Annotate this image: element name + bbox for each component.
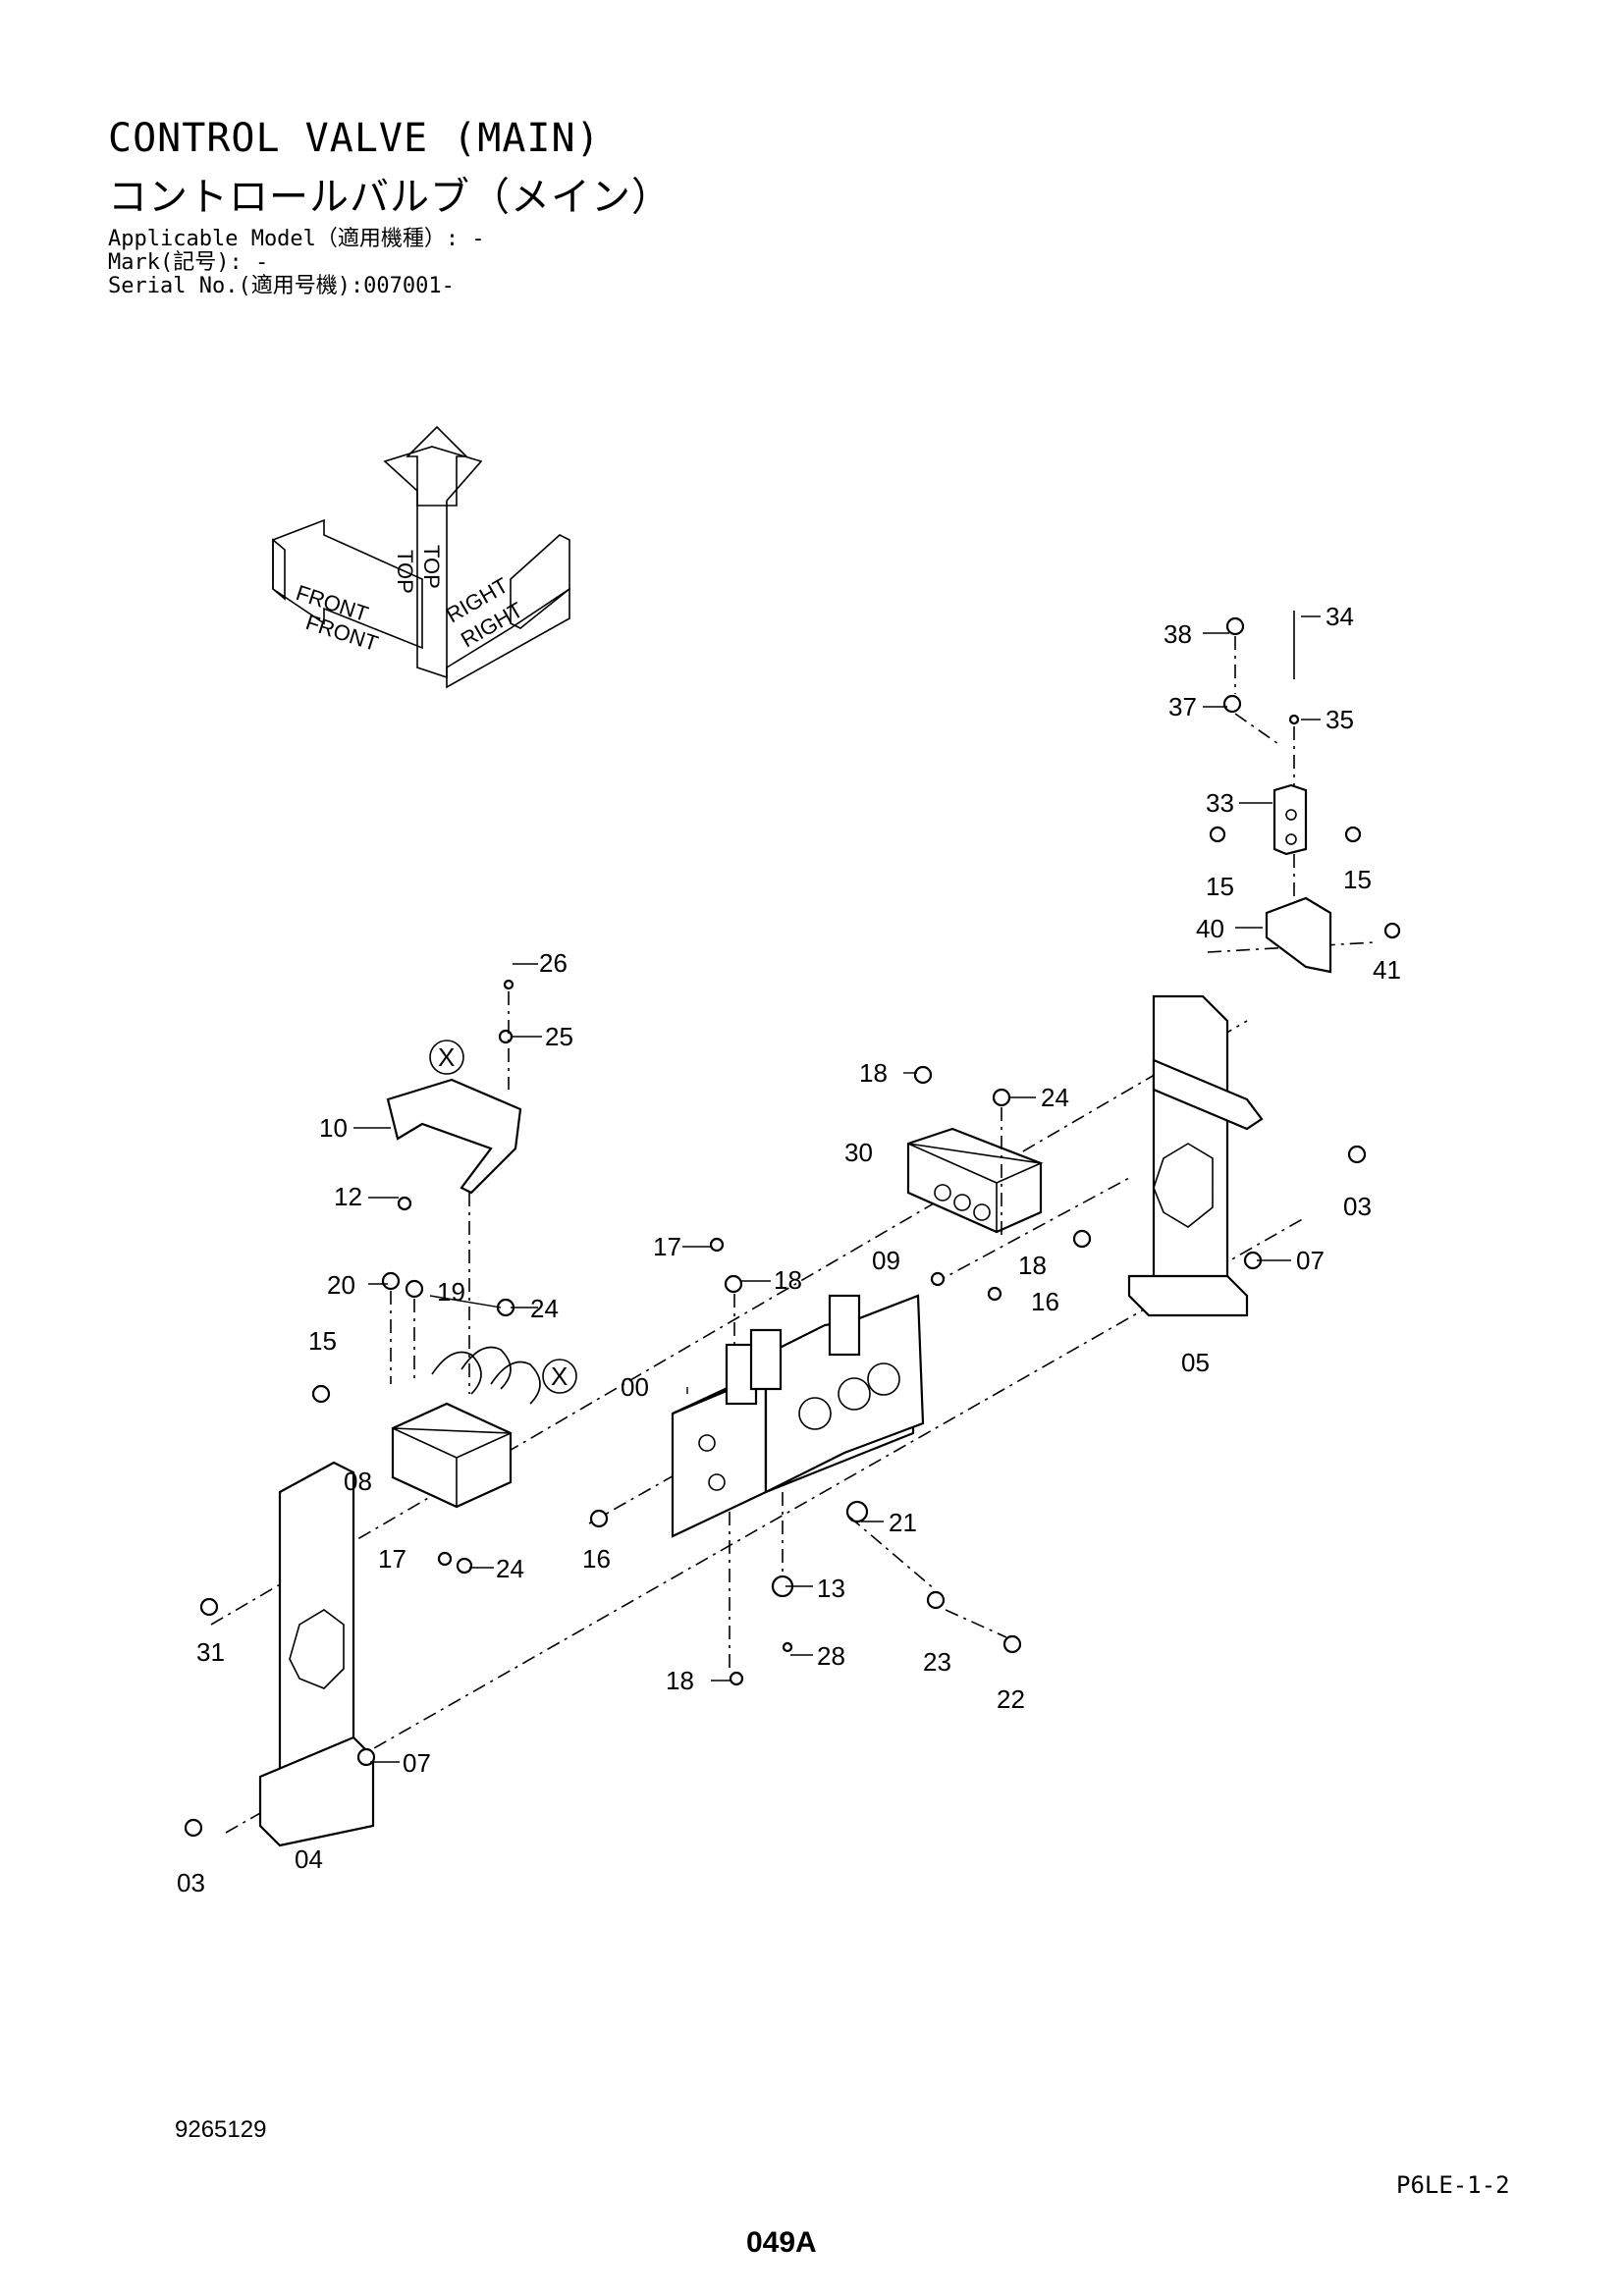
- assembly-lines: [390, 636, 1295, 1669]
- mark: Mark(記号): -: [108, 250, 269, 275]
- callout-24-a: 24: [530, 1294, 559, 1323]
- callout-15-b: 15: [1206, 872, 1234, 901]
- callout-25: 25: [545, 1022, 573, 1051]
- callout-38: 38: [1164, 619, 1192, 649]
- page-code: P6LE-1-2: [1396, 2171, 1510, 2199]
- top-label-2: TOP: [419, 545, 444, 589]
- callout-40: 40: [1196, 914, 1224, 943]
- callout-08: 08: [344, 1467, 372, 1496]
- callout-12: 12: [334, 1182, 362, 1211]
- callout-22: 22: [997, 1684, 1025, 1714]
- reference-x-marks: X X: [429, 1040, 577, 1394]
- callout-03-a: 03: [177, 1868, 205, 1897]
- ref-x-1: X: [438, 1042, 455, 1072]
- block-33: [1272, 783, 1308, 856]
- orientation-indicator: FRONT FRONT TOP TOP RIGHT RIGHT: [272, 425, 570, 689]
- control-valve-00: [671, 1294, 925, 1538]
- callout-18-b: 18: [666, 1666, 694, 1695]
- callout-04: 04: [295, 1844, 323, 1874]
- callout-10: 10: [319, 1113, 348, 1143]
- bracket-05: [1127, 994, 1264, 1317]
- callout-33: 33: [1206, 788, 1234, 818]
- callout-18-d: 18: [1018, 1251, 1047, 1280]
- callout-20: 20: [327, 1270, 355, 1300]
- leader-lines: [353, 615, 1321, 1763]
- callout-28: 28: [817, 1641, 845, 1671]
- callout-34: 34: [1326, 602, 1354, 631]
- callout-09: 09: [872, 1246, 900, 1275]
- callout-15-a: 15: [308, 1326, 337, 1356]
- callout-15-c: 15: [1343, 865, 1372, 894]
- callout-21: 21: [889, 1508, 917, 1537]
- callout-37: 37: [1168, 692, 1197, 721]
- callout-16-b: 16: [1031, 1287, 1059, 1316]
- callout-17-a: 17: [378, 1544, 406, 1574]
- callout-18-c: 18: [859, 1058, 888, 1088]
- callout-07-b: 07: [1296, 1246, 1325, 1275]
- callout-35: 35: [1326, 705, 1354, 734]
- bracket-40: [1265, 896, 1332, 974]
- applicable-model: Applicable Model（適用機種）: -: [108, 227, 485, 251]
- page-number: 049A: [746, 2226, 817, 2259]
- callout-07-a: 07: [403, 1748, 431, 1778]
- callout-00: 00: [621, 1372, 649, 1402]
- callout-18-a: 18: [774, 1265, 802, 1295]
- title-english: CONTROL VALVE (MAIN): [108, 116, 601, 161]
- callout-30: 30: [844, 1138, 873, 1167]
- drawing-number: 9265129: [175, 2116, 267, 2143]
- callout-24-c: 24: [1041, 1083, 1069, 1112]
- serial-number: Serial No.(適用号機):007001-: [108, 274, 455, 298]
- small-parts: [184, 611, 1401, 1838]
- callout-05: 05: [1181, 1348, 1210, 1377]
- callout-labels: 26 25 10 12 20 19 24 15 08 17 24 31 07 0…: [177, 602, 1401, 1897]
- title-japanese: コントロールバルブ（メイン）: [108, 175, 672, 220]
- callout-31: 31: [196, 1637, 225, 1667]
- bracket-10: [386, 1078, 522, 1195]
- manifold-30: [906, 1127, 1044, 1234]
- callout-19: 19: [437, 1277, 465, 1307]
- ref-x-2: X: [551, 1362, 568, 1391]
- callout-23: 23: [923, 1647, 951, 1677]
- callout-26: 26: [539, 948, 568, 978]
- callout-13: 13: [817, 1574, 845, 1603]
- manifold-08: [391, 1346, 541, 1509]
- callout-24-b: 24: [496, 1554, 524, 1583]
- top-label: TOP: [393, 550, 417, 594]
- callout-03-b: 03: [1343, 1192, 1372, 1221]
- callout-16-a: 16: [582, 1544, 611, 1574]
- callout-17-b: 17: [653, 1232, 681, 1261]
- callout-41: 41: [1373, 955, 1401, 985]
- bracket-04: [258, 1461, 375, 1847]
